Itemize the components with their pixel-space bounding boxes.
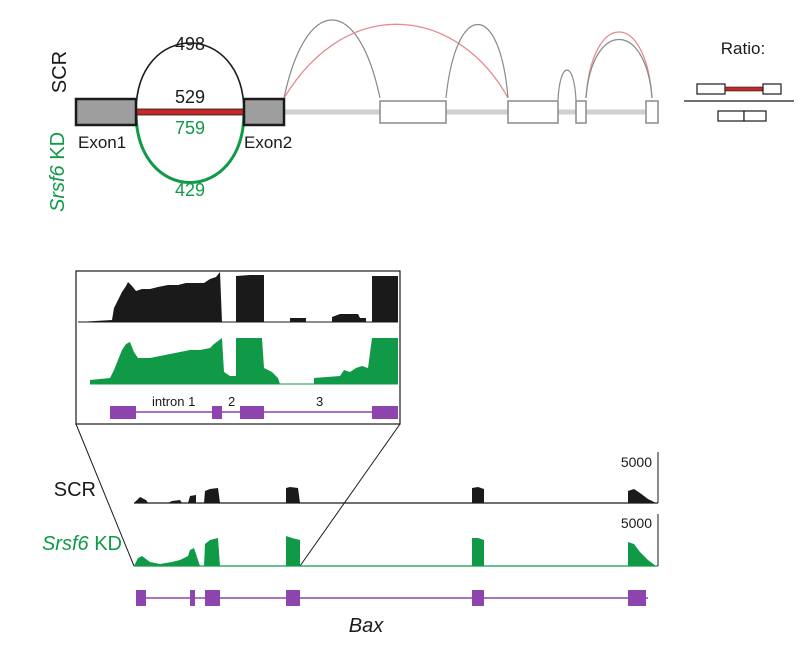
ratio-label: Ratio:	[721, 39, 765, 58]
inset-gene-exon-3	[240, 406, 264, 419]
junction-arc-red-2	[585, 31, 653, 99]
gene-exon-3	[205, 590, 220, 606]
ratio-den-exon-right	[743, 110, 767, 122]
junction-arc-2	[445, 23, 509, 99]
gene-exon-4	[286, 590, 300, 606]
zoom-connector-left	[75, 423, 135, 567]
ratio-num-junction	[724, 86, 764, 92]
scr-scale-label: 5000	[621, 454, 652, 470]
gene-exon-2	[190, 590, 195, 606]
bottom-scr-label: SCR	[54, 479, 96, 501]
zoom-connector-right	[299, 423, 401, 567]
inset-label-3: 3	[316, 394, 323, 409]
junction-arc-red-1	[283, 23, 509, 99]
inset-kd-coverage	[90, 338, 398, 384]
exon2-box	[242, 97, 286, 127]
ratio-legend: Ratio:	[684, 39, 794, 122]
exon1-box	[74, 97, 138, 127]
count-scr-skip: 498	[175, 34, 205, 54]
gene-exon-5	[472, 590, 484, 606]
sashimi-panel: SCR Srsf6 KD 498 529 759 429 Exon1 Exon2	[47, 19, 659, 212]
ratio-num-exon-right	[762, 83, 782, 95]
ratio-den-exon-left	[717, 110, 745, 122]
bottom-kd-label: Srsf6 KD	[42, 533, 122, 555]
gene-exon-1	[136, 590, 146, 606]
kd-scale-label: 5000	[621, 515, 652, 531]
gene-exon-6	[628, 590, 646, 606]
junction-arc-3	[557, 69, 577, 101]
ratio-num-exon-left	[696, 83, 726, 95]
junction-arc-4	[585, 39, 653, 99]
scr-side-label: SCR	[49, 51, 71, 93]
gene-name-label: Bax	[349, 615, 384, 637]
zoom-inset: intron 1 2 3	[75, 270, 401, 425]
inset-scr-coverage	[78, 272, 398, 322]
bottom-tracks: SCR Srsf6 KD 5000 5000 Bax	[42, 452, 659, 637]
scr-skip-junction	[135, 42, 245, 113]
count-kd-inclusion: 759	[175, 118, 205, 138]
kd-coverage-track	[134, 536, 656, 566]
inset-label-2: 2	[228, 394, 235, 409]
inset-gene-exon-1	[110, 406, 136, 419]
inset-gene-exon-4	[372, 406, 398, 419]
exon3-box	[379, 100, 447, 124]
exon1-label: Exon1	[78, 133, 126, 152]
exon5-box	[575, 100, 587, 124]
inset-gene-exon-2	[212, 406, 222, 419]
inset-intron1-label: intron 1	[152, 394, 195, 409]
kd-skip-junction	[134, 111, 246, 184]
exon4-box	[507, 100, 559, 124]
exon6-box	[645, 100, 659, 124]
count-scr-inclusion: 529	[175, 87, 205, 107]
count-kd-skip: 429	[175, 180, 205, 200]
exon2-label: Exon2	[244, 133, 292, 152]
inclusion-junction-bar	[135, 108, 245, 116]
kd-side-label: Srsf6 KD	[47, 132, 69, 212]
scr-coverage-track	[134, 487, 656, 503]
junction-arc-1	[283, 19, 381, 99]
